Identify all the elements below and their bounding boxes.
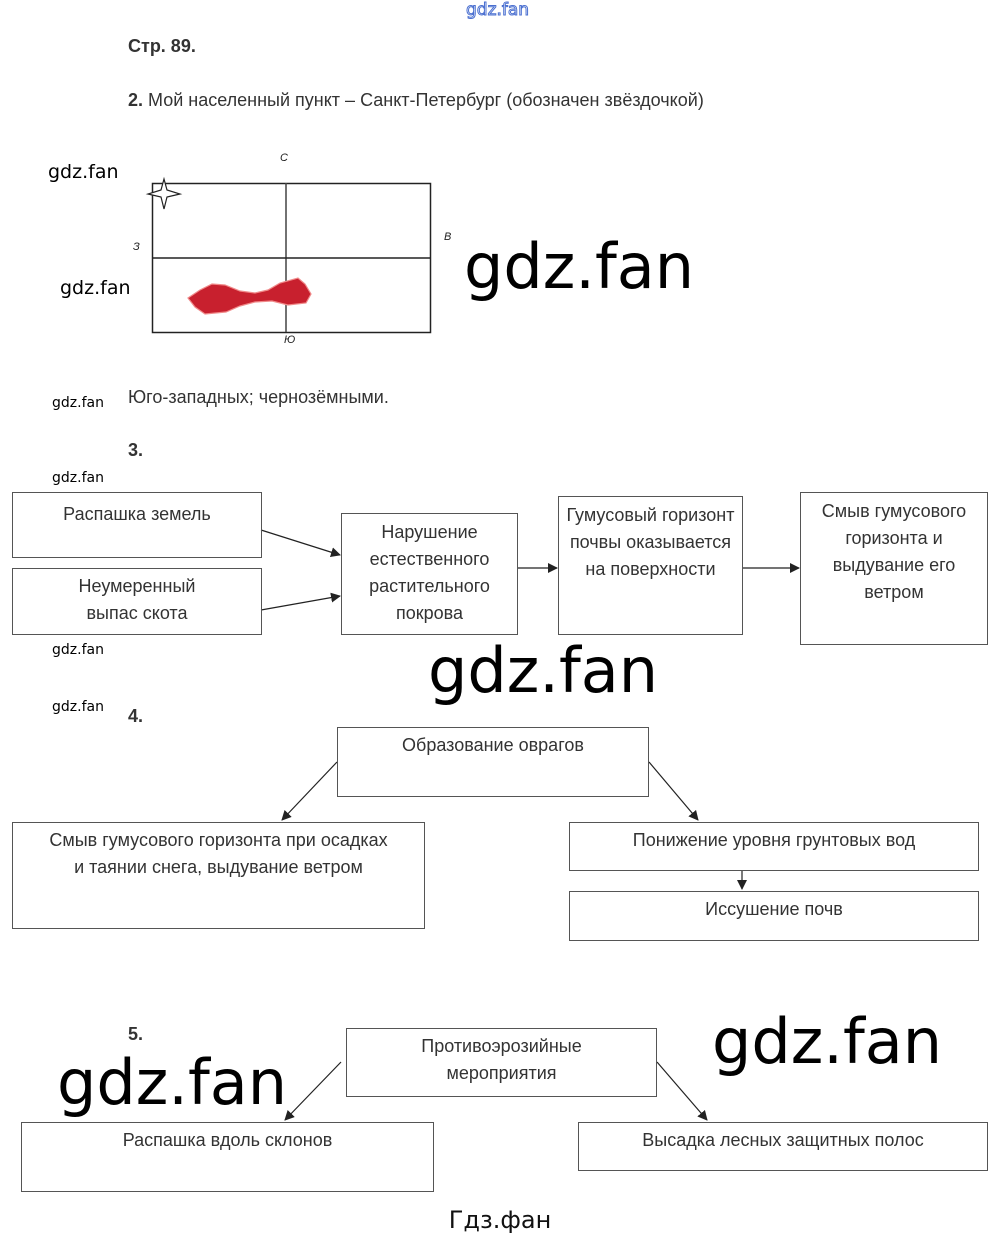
- arrow: [260, 592, 341, 611]
- footer: Гдз.фан: [448, 1206, 552, 1234]
- watermark: gdz.fan: [48, 161, 119, 183]
- task2-heading: 2. Мой населенный пункт – Санкт-Петербур…: [128, 87, 704, 114]
- task4-number: 4.: [128, 706, 144, 726]
- arrow: [260, 529, 341, 558]
- effect-box: Смыв гумусового горизонта при осадках и …: [12, 822, 425, 929]
- task2-answer: Юго-западных; чернозёмными.: [128, 387, 389, 407]
- chain-box: Нарушение естественного растительного по…: [341, 513, 518, 635]
- chain-box: Смыв гумусового горизонта и выдувание ег…: [800, 492, 988, 645]
- task5-number: 5.: [128, 1024, 144, 1044]
- watermark: gdz.fan: [464, 230, 695, 303]
- task3-number: 3.: [128, 440, 144, 460]
- effect-box: Понижение уровня грунтовых вод: [569, 822, 979, 871]
- arrow: [284, 1061, 342, 1121]
- chain-box: Гумусовый горизонт почвы оказывается на …: [558, 496, 743, 635]
- root-box: Образование оврагов: [337, 727, 649, 797]
- root-box: Противоэрозийные мероприятия: [346, 1028, 657, 1097]
- watermark: gdz.fan: [52, 699, 104, 715]
- map-north-label: С: [280, 152, 288, 164]
- region-shape: [187, 277, 312, 315]
- arrow: [656, 1061, 708, 1121]
- measure-box: Распашка вдоль склонов: [21, 1122, 434, 1192]
- measure-box: Высадка лесных защитных полос: [578, 1122, 988, 1171]
- watermark: gdz.fan: [52, 470, 104, 486]
- task2-text: Мой населенный пункт – Санкт-Петербург (…: [148, 90, 704, 110]
- map-west-label: З: [133, 241, 140, 253]
- star-icon: [145, 176, 183, 210]
- cause-box: Неумеренный выпас скота: [12, 568, 262, 635]
- effect-box: Иссушение почв: [569, 891, 979, 941]
- map-grid: [151, 182, 432, 334]
- page-label: Стр. 89.: [128, 36, 196, 56]
- watermark: gdz.fan: [52, 642, 104, 658]
- watermark: gdz.fan: [60, 277, 131, 299]
- watermark: gdz.fan: [712, 1005, 943, 1078]
- watermark-top: gdz.fan: [465, 0, 530, 21]
- arrow: [281, 761, 338, 821]
- map-east-label: В: [444, 231, 452, 243]
- map-south-label: Ю: [284, 334, 296, 346]
- watermark: gdz.fan: [57, 1046, 288, 1119]
- watermark: gdz.fan: [428, 634, 659, 707]
- cause-box: Распашка земель: [12, 492, 262, 558]
- watermark: gdz.fan: [52, 395, 104, 411]
- arrow: [648, 761, 699, 821]
- task2-number: 2.: [128, 90, 144, 110]
